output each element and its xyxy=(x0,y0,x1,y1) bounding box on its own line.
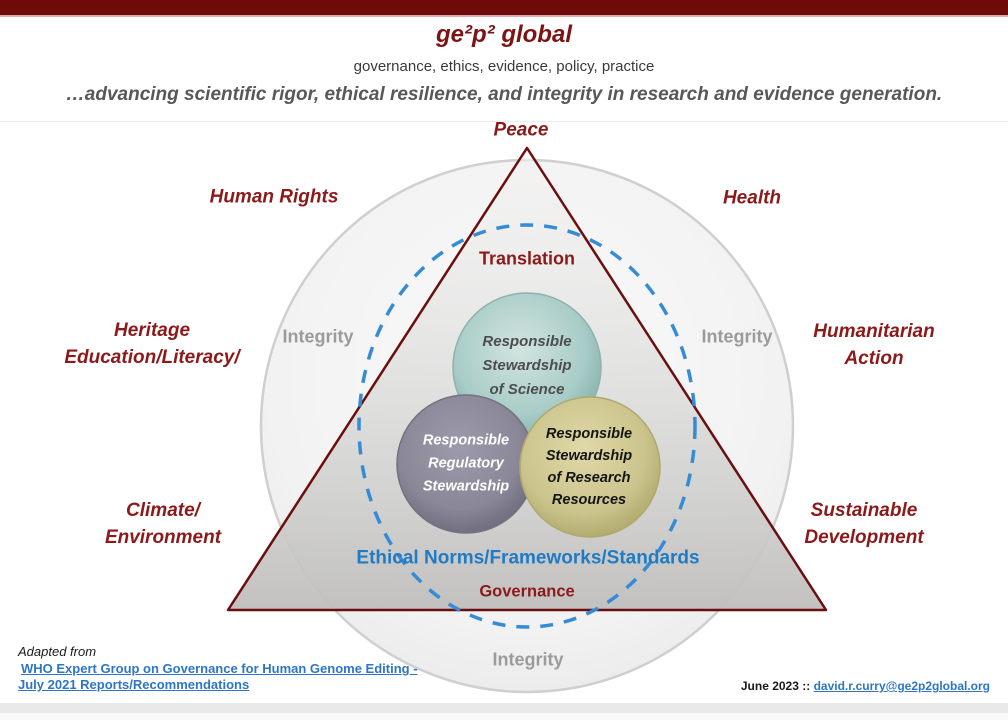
label-integrity-bottom: Integrity xyxy=(492,649,564,670)
ethical-norms-dashed-circle xyxy=(357,223,697,629)
who-report-link-line1[interactable]: WHO Expert Group on Governance for Human… xyxy=(21,661,418,676)
email-link[interactable]: david.r.curry@ge2p2global.org xyxy=(813,679,990,693)
label-integrity-right: Integrity xyxy=(701,326,773,347)
venn-circle-resources xyxy=(519,396,661,538)
label-heritage-education: Heritage Education/Literacy/ xyxy=(64,320,240,368)
bottom-edge xyxy=(0,713,1008,720)
label-human-rights: Human Rights xyxy=(209,186,339,208)
header-divider xyxy=(0,121,1008,122)
bottom-accent-strip xyxy=(0,703,1008,713)
label-humanitarian-action: Humanitarian Action xyxy=(813,321,935,369)
top-accent-bar xyxy=(0,0,1008,17)
venn-label-science: Responsible Stewardship of Science xyxy=(482,333,572,398)
adapted-from-label: Adapted from xyxy=(18,644,97,659)
label-health: Health xyxy=(722,187,782,209)
venn-label-resources: Responsible Stewardship of Research Reso… xyxy=(545,426,633,508)
label-peace: Peace xyxy=(493,119,549,141)
label-sustainable-development: Sustainable Development xyxy=(804,500,924,548)
page-subtitle: governance, ethics, evidence, policy, pr… xyxy=(353,58,655,75)
venn-label-regulatory: Responsible Regulatory Stewardship xyxy=(422,432,510,495)
label-integrity-left: Integrity xyxy=(282,326,354,347)
page-title: ge²p² global xyxy=(436,21,572,48)
who-report-link-line2[interactable]: July 2021 Reports/Recommendations xyxy=(18,677,250,692)
label-translation: Translation xyxy=(478,248,576,269)
label-ethical-norms: Ethical Norms/Frameworks/Standards xyxy=(356,547,700,569)
tagline: …advancing scientific rigor, ethical res… xyxy=(65,84,943,105)
footer-credit: June 2023 :: david.r.curry@ge2p2global.o… xyxy=(741,679,990,693)
date-label: June 2023 :: xyxy=(740,679,811,693)
label-climate-environment: Climate/ Environment xyxy=(104,500,222,548)
label-governance: Governance xyxy=(479,582,575,601)
